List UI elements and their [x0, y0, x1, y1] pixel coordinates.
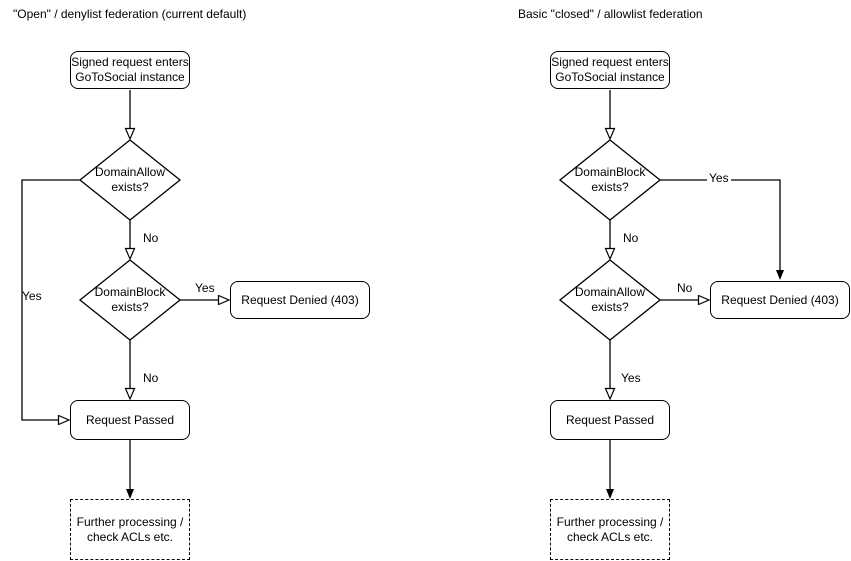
arrowhead-open-icon [57, 414, 71, 426]
left-denied-node: Request Denied (403) [230, 281, 370, 319]
arrowhead-open-icon [217, 294, 231, 306]
left-further-processing-node: Further processing / check ACLs etc. [70, 499, 190, 560]
right-edge-label-decision1-yes: Yes [707, 171, 731, 185]
left-connector-yes-rail [21, 179, 80, 421]
right-edge-label-decision2-no: No [677, 281, 693, 295]
left-passed-node: Request Passed [70, 400, 190, 440]
right-flow-title: Basic "closed" / allowlist federation [518, 7, 703, 21]
right-denied-label: Request Denied (403) [721, 292, 839, 307]
arrowhead-open-icon [124, 127, 136, 141]
right-passed-label: Request Passed [565, 412, 655, 427]
left-start-node: Signed request enters GoToSocial instanc… [70, 51, 190, 89]
left-decision1-label: DomainAllow exists? [94, 165, 166, 194]
right-decision-domainblock: DomainBlock exists? [550, 152, 670, 208]
left-edge-label-decision1-yes: Yes [22, 289, 42, 303]
arrowhead-filled-icon [776, 270, 784, 280]
right-decision1-diamond-shape [558, 139, 662, 221]
right-start-label: Signed request enters GoToSocial instanc… [551, 55, 669, 84]
left-flow-title: "Open" / denylist federation (current de… [13, 7, 247, 21]
arrowhead-filled-icon [606, 489, 614, 499]
arrowhead-open-icon [697, 294, 711, 306]
right-decision2-diamond-shape [558, 259, 662, 341]
right-further-processing-node: Further processing / check ACLs etc. [550, 499, 670, 560]
arrowhead-open-icon [124, 387, 136, 401]
left-decision-domainallow: DomainAllow exists? [70, 152, 190, 208]
arrowhead-open-icon [604, 247, 616, 261]
arrowhead-open-icon [124, 247, 136, 261]
left-edge-label-decision2-yes: Yes [195, 281, 215, 295]
arrowhead-open-icon [604, 387, 616, 401]
right-start-node: Signed request enters GoToSocial instanc… [550, 51, 670, 89]
left-start-label: Signed request enters GoToSocial instanc… [71, 55, 189, 84]
arrowhead-open-icon [604, 127, 616, 141]
right-decision-domainallow: DomainAllow exists? [550, 272, 670, 328]
right-edge-label-decision1-no: No [623, 231, 639, 245]
right-decision1-label: DomainBlock exists? [574, 165, 646, 194]
right-passed-node: Request Passed [550, 400, 670, 440]
right-edge-label-decision2-yes: Yes [621, 371, 641, 385]
left-edge-label-decision1-no: No [143, 231, 159, 245]
left-decision1-diamond-shape [78, 139, 182, 221]
left-passed-label: Request Passed [85, 412, 175, 427]
left-edge-label-decision2-no: No [143, 371, 159, 385]
right-decision2-label: DomainAllow exists? [574, 285, 646, 314]
left-denied-label: Request Denied (403) [241, 292, 359, 307]
left-decision-domainblock: DomainBlock exists? [70, 272, 190, 328]
arrowhead-filled-icon [126, 489, 134, 499]
left-further-label: Further processing / check ACLs etc. [76, 514, 184, 544]
left-decision2-diamond-shape [78, 259, 182, 341]
right-denied-node: Request Denied (403) [710, 281, 850, 319]
left-decision2-label: DomainBlock exists? [94, 285, 166, 314]
right-connector-yes-to-denied [660, 179, 781, 270]
right-further-label: Further processing / check ACLs etc. [556, 514, 664, 544]
